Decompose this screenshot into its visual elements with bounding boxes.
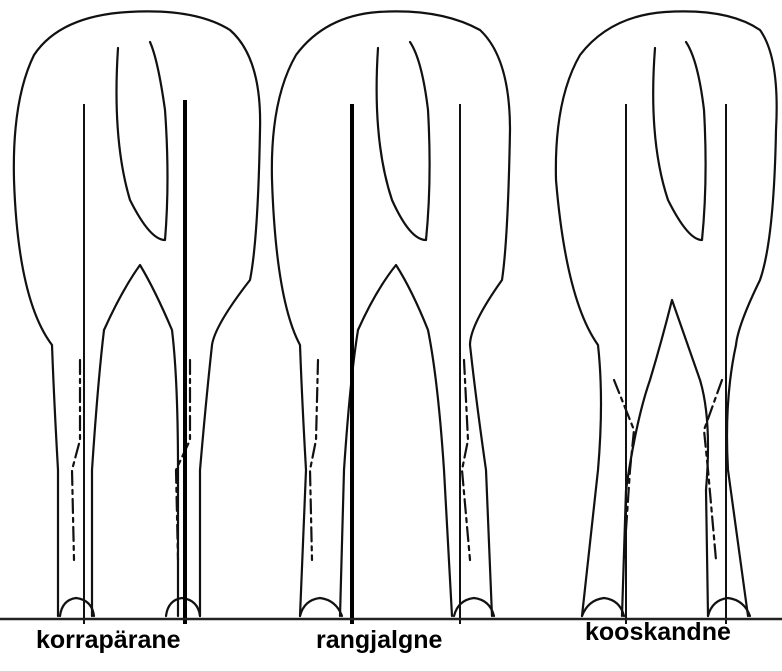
- horse-regular-body-outline: [14, 11, 260, 616]
- horse-base-wide-inner-legs-outline: [340, 265, 452, 616]
- label-base-wide: rangjalgne: [316, 626, 442, 655]
- horse-regular: [14, 11, 260, 624]
- horse-regular-inner-legs-outline: [92, 265, 178, 616]
- horse-regular-hock-detail-left: [72, 360, 80, 560]
- horse-base-wide-hock-detail-right: [462, 360, 470, 560]
- horse-cow-hocked-tail: [653, 42, 705, 240]
- horse-base-wide: [272, 11, 510, 624]
- horse-base-wide-tail: [377, 42, 430, 240]
- horse-base-wide-hoof-left: [300, 598, 342, 616]
- horse-cow-hocked: [556, 11, 777, 624]
- horse-cow-hocked-body-outline: [556, 11, 777, 616]
- horse-regular-tail: [117, 42, 168, 240]
- label-regular: korrapärane: [36, 626, 181, 655]
- horse-cow-hocked-inner-legs-outline: [622, 300, 708, 616]
- horse-cow-hocked-hoof-left: [582, 598, 624, 616]
- horse-base-wide-body-outline: [272, 11, 510, 616]
- horse-cow-hocked-hoof-right: [708, 598, 750, 616]
- label-cow-hocked: kooskandne: [585, 618, 731, 647]
- horse-regular-hoof-left: [60, 598, 94, 616]
- horse-base-wide-hock-detail-left: [310, 360, 318, 560]
